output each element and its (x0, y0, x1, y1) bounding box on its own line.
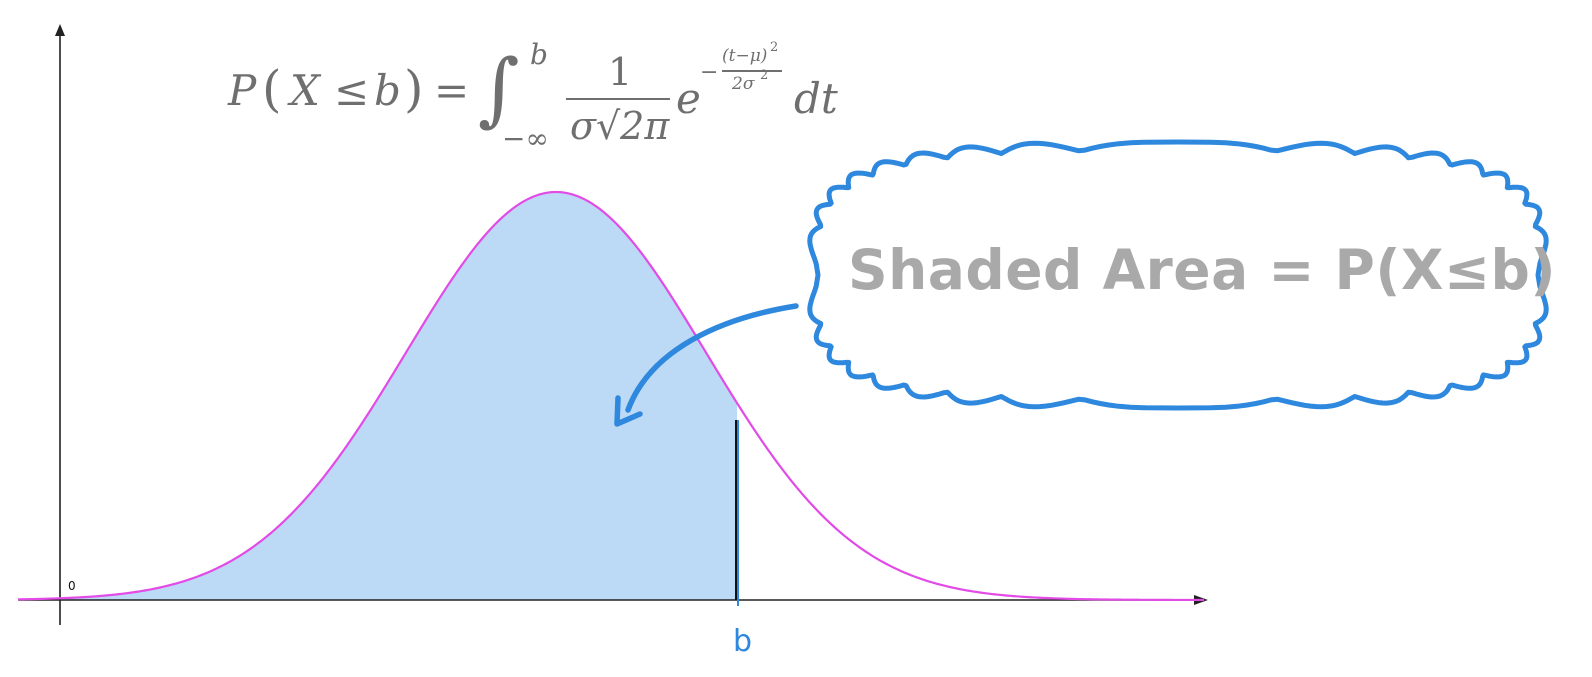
exponent-denominator-square: 2 (760, 68, 769, 83)
integral-sign: ∫ (478, 42, 520, 135)
b-axis-label: b (733, 624, 752, 659)
y-axis-arrowhead (55, 24, 65, 36)
formula-open-paren: ( (262, 60, 282, 118)
density-curve (17, 190, 1204, 602)
formula-b: b (374, 66, 401, 115)
integral-upper-bound: b (530, 38, 548, 71)
callout-cloud (807, 139, 1549, 411)
fraction-denominator: σ√2π (570, 104, 670, 148)
shaded-area (18, 192, 737, 600)
exponent-denominator: 2σ (732, 74, 755, 94)
formula-dt: dt (794, 74, 838, 123)
formula-equals: = (434, 66, 470, 115)
exponent-numerator-square: 2 (770, 40, 779, 55)
exponent-fraction-bar (722, 70, 782, 72)
origin-label: 0 (68, 579, 76, 593)
exponent-minus: − (700, 60, 719, 85)
formula-close-paren: ) (404, 60, 424, 118)
callout-arrow (625, 303, 799, 413)
formula-x: X (290, 66, 320, 115)
fraction-bar (566, 98, 670, 100)
formula-p: P (228, 66, 257, 115)
callout-arrowhead (614, 395, 643, 427)
formula-e: e (676, 74, 701, 123)
integral-lower-bound: −∞ (502, 122, 549, 155)
formula-le: ≤ (334, 66, 370, 115)
fraction-numerator: 1 (608, 50, 633, 94)
exponent-numerator: (t−μ) (722, 46, 768, 66)
callout-text: Shaded Area = P(X≤b) (848, 238, 1557, 302)
